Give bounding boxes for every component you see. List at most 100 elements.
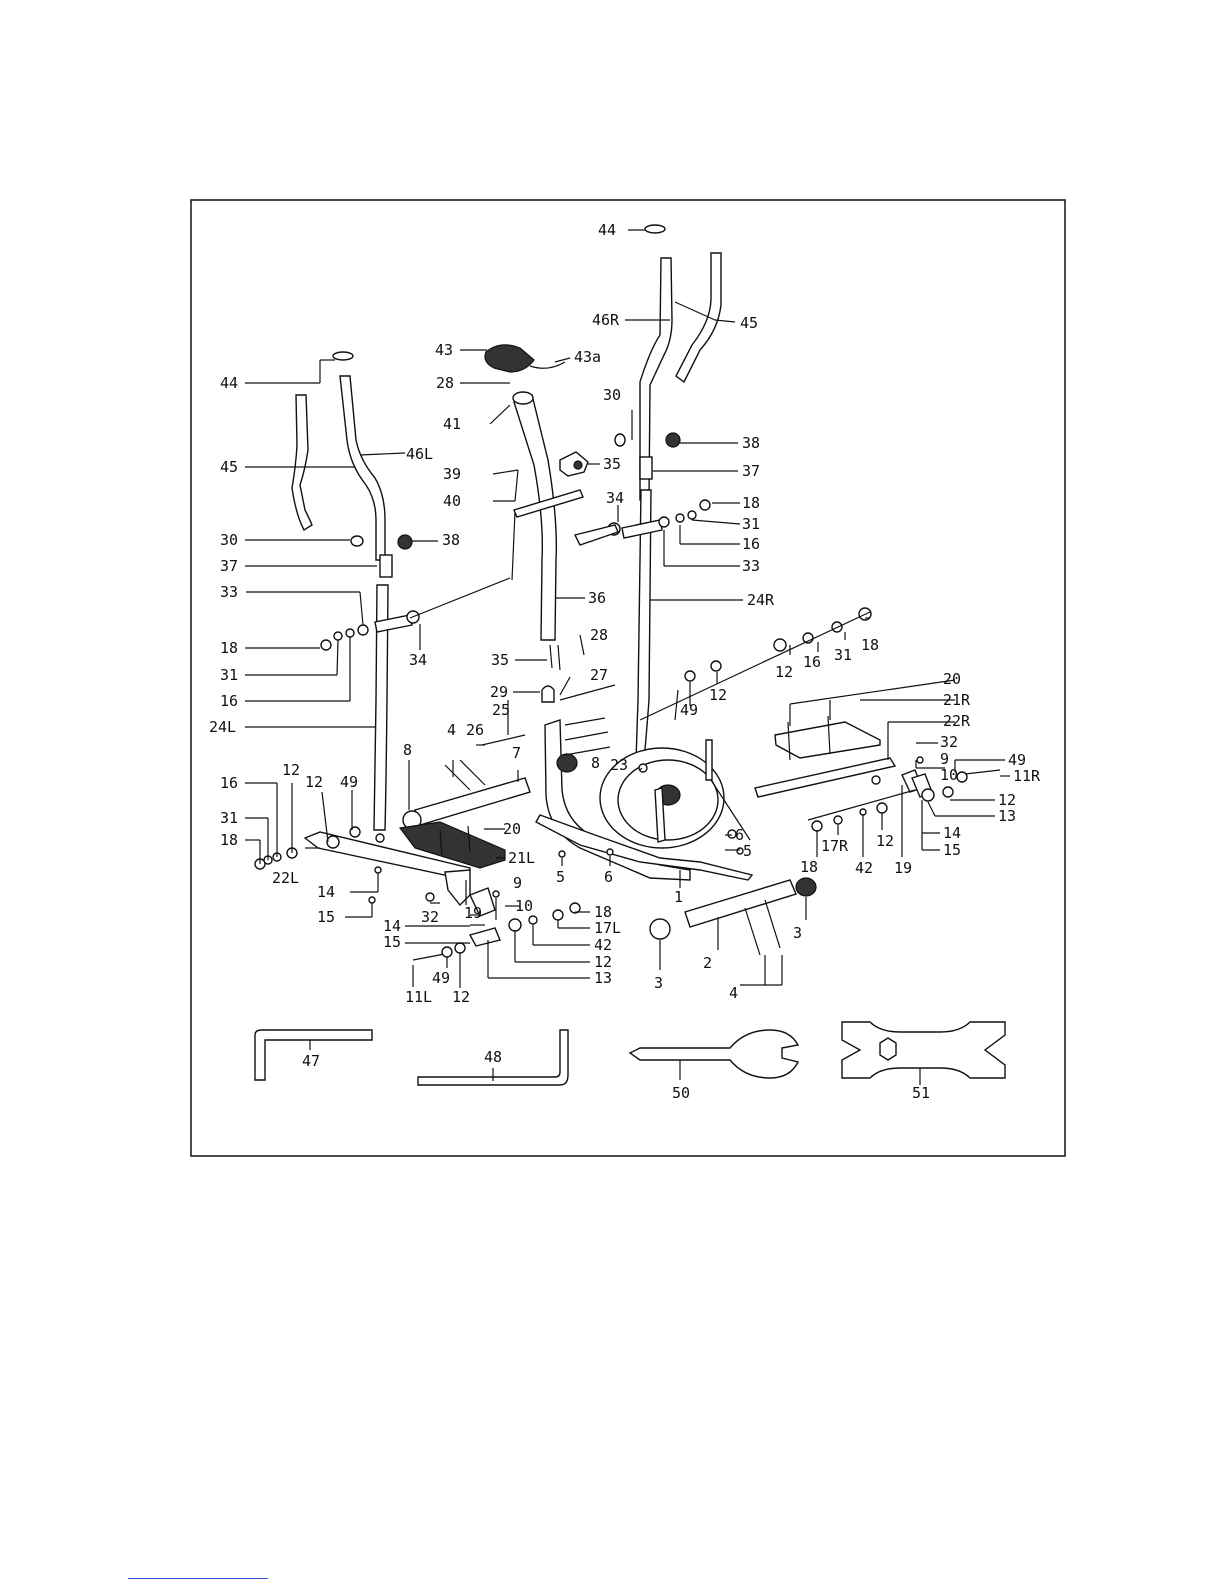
- spanner-51-hex: [879, 1037, 897, 1061]
- bush-13r: [921, 788, 935, 802]
- part-label-18-left-pedal: 18: [220, 831, 238, 849]
- part-label-12-pivot-b: 12: [709, 686, 727, 704]
- part-label-12-crank-left-b: 12: [452, 988, 470, 1006]
- diagram-border: [190, 199, 1066, 1157]
- bolt-frame-2: [564, 731, 609, 741]
- bolt-4b: [459, 759, 486, 786]
- nut-6a: [606, 848, 614, 856]
- tension-knob-center: [573, 460, 583, 470]
- part-label-33-left: 33: [220, 583, 238, 601]
- part-label-16-left-pedal: 16: [220, 774, 238, 792]
- part-label-22l: 22L: [272, 869, 299, 887]
- part-label-17l: 17L: [594, 919, 621, 937]
- part-label-12-pivot: 12: [775, 663, 793, 681]
- part-drawings: [254, 224, 1006, 1086]
- pedal-right: [774, 721, 881, 759]
- part-label-13-right: 13: [998, 807, 1016, 825]
- console-43: [484, 344, 535, 373]
- washer-12g: [508, 918, 522, 932]
- part-label-3-left: 3: [654, 974, 663, 992]
- part-label-13-left: 13: [594, 969, 612, 987]
- pivot-axis-right: [639, 611, 871, 721]
- front-link: [710, 779, 751, 841]
- part-label-40: 40: [443, 492, 461, 510]
- screw-9b: [492, 890, 500, 898]
- washer-49a: [684, 670, 696, 682]
- part-label-21l: 21L: [508, 849, 535, 867]
- washer-42l: [528, 915, 538, 925]
- part-label-24l: 24L: [209, 718, 236, 736]
- console-mast: [513, 394, 558, 641]
- washer-17l: [552, 909, 564, 921]
- part-label-17r: 17R: [821, 837, 849, 855]
- part-label-23: 23: [610, 756, 628, 774]
- bolt-27: [559, 684, 616, 701]
- upper-arm-left: [373, 584, 389, 831]
- part-label-12-left-pedal-a: 12: [282, 761, 300, 779]
- part-label-10-left: 10: [515, 897, 533, 915]
- bush-13l: [468, 927, 501, 947]
- bolt-11r: [964, 769, 1001, 775]
- part-label-25: 25: [492, 701, 510, 719]
- bolt-20b: [827, 715, 831, 755]
- part-label-1: 1: [674, 888, 683, 906]
- part-label-7: 7: [512, 744, 521, 762]
- pedal-arm-left-end: [444, 869, 471, 907]
- part-label-14-crank-left: 14: [383, 917, 401, 935]
- part-label-12-right: 12: [998, 791, 1016, 809]
- end-cap-top-right: [644, 224, 666, 234]
- part-label-18-pivot: 18: [861, 636, 879, 654]
- part-label-4-bottom: 4: [729, 984, 738, 1002]
- part-label-9-left: 9: [513, 874, 522, 892]
- part-label-2: 2: [703, 954, 712, 972]
- part-label-45-right: 45: [740, 314, 758, 332]
- pedal-arm-right: [754, 757, 897, 798]
- wire-40: [511, 511, 516, 581]
- part-label-18-right: 18: [742, 494, 760, 512]
- front-post: [705, 739, 713, 781]
- part-label-28-top: 28: [436, 374, 454, 392]
- knob-38l: [397, 534, 413, 550]
- washer-12l: [454, 942, 466, 954]
- part-label-8-right: 8: [591, 754, 600, 772]
- part-label-18-crank-left: 18: [594, 903, 612, 921]
- part-label-49-left-pedal: 49: [340, 773, 358, 791]
- wrench-screwdriver-50: [628, 1029, 800, 1079]
- part-label-11r: 11R: [1013, 767, 1041, 785]
- part-label-45-left: 45: [220, 458, 238, 476]
- footer-rule: [128, 1578, 268, 1579]
- part-labels: 44 46R 45 43 43a 44 28 30 41 38 46L 45 3…: [209, 221, 1041, 1102]
- pivot-plate: [573, 524, 619, 546]
- part-label-18-left: 18: [220, 639, 238, 657]
- part-label-15-crank-left: 15: [383, 933, 401, 951]
- part-label-5-front: 5: [743, 842, 752, 860]
- part-label-9-right: 9: [940, 750, 949, 768]
- cap-18r: [699, 499, 711, 511]
- part-label-46l: 46L: [406, 445, 433, 463]
- part-label-34-left: 34: [409, 651, 427, 669]
- part-label-43a: 43a: [574, 348, 601, 366]
- part-label-20-left: 20: [503, 820, 521, 838]
- part-label-35-knob: 35: [603, 455, 621, 473]
- part-label-46r: 46R: [592, 311, 620, 329]
- bolt-4d: [764, 899, 781, 949]
- handlebar-left: [339, 375, 386, 561]
- part-label-49-crank-left: 49: [432, 969, 450, 987]
- part-label-38-right: 38: [742, 434, 760, 452]
- clip-29: [541, 685, 555, 703]
- part-label-20-right: 20: [943, 670, 961, 688]
- part-label-18-crank-right: 18: [800, 858, 818, 876]
- part-label-35-bottom: 35: [491, 651, 509, 669]
- part-label-11l: 11L: [405, 988, 432, 1006]
- part-label-31-right: 31: [742, 515, 760, 533]
- part-label-44-left: 44: [220, 374, 238, 392]
- part-label-49-right: 49: [1008, 751, 1026, 769]
- pedal-left: [398, 821, 506, 869]
- nut-5a: [558, 850, 566, 858]
- part-label-50: 50: [672, 1084, 690, 1102]
- part-label-22r: 22R: [943, 712, 971, 730]
- rail-bracket-left: [469, 887, 496, 917]
- part-label-36: 36: [588, 589, 606, 607]
- part-label-28-bottom: 28: [590, 626, 608, 644]
- part-label-15-left: 15: [317, 908, 335, 926]
